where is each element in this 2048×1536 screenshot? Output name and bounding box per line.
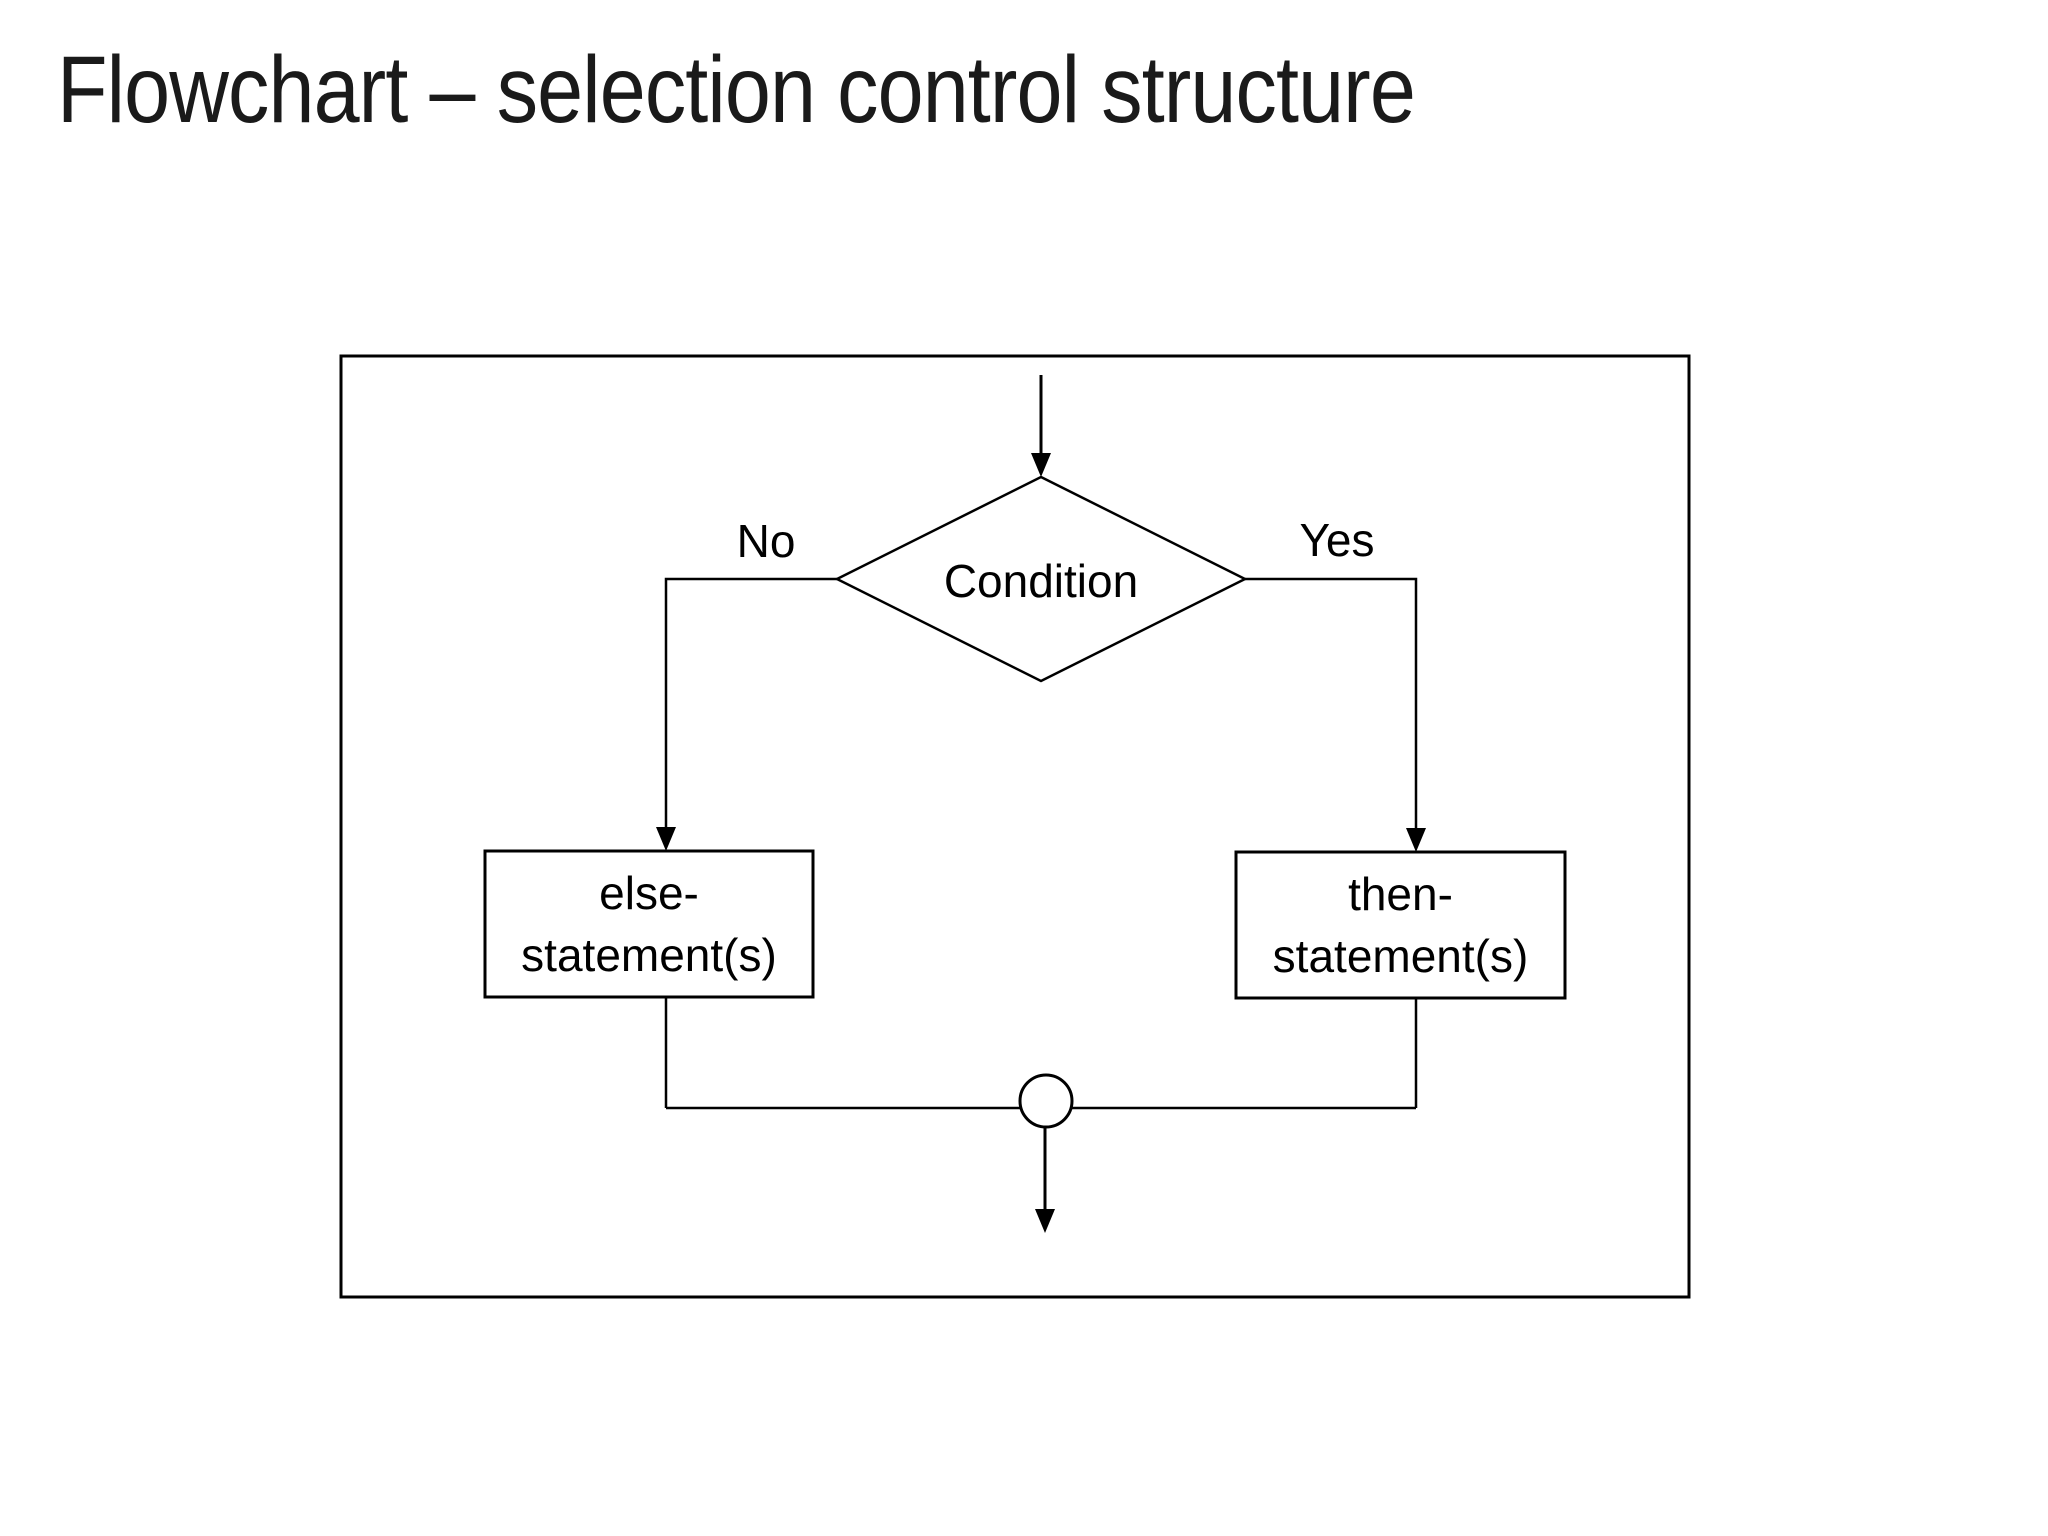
then-statement-label: then- statement(s) [1236,852,1565,998]
entry-arrowhead-icon [1031,453,1051,477]
no-branch-label: No [736,515,796,567]
yes-branch-label: Yes [1299,514,1375,566]
then-statement-line2: statement(s) [1272,930,1529,982]
no-branch-line [664,577,837,833]
decision-diamond [834,475,1248,683]
exit-arrowhead-icon [1035,1209,1055,1233]
merge-connector-circle [1018,1073,1074,1129]
else-statement-line1: else- [599,867,699,919]
yes-branch-arrowhead-icon [1406,828,1426,852]
else-statement-box [483,849,815,999]
no-branch-arrowhead-icon [656,827,676,851]
decision-label: Condition [943,555,1139,607]
else-statement-label: else- statement(s) [485,851,813,997]
flowchart-frame [339,354,1691,1299]
slide-title: Flowchart – selection control structure [57,37,1416,143]
else-statement-line2: statement(s) [521,929,777,981]
then-statement-box [1234,850,1567,1000]
then-statement-line1: then- [1348,868,1453,920]
yes-branch-line [1245,577,1418,834]
